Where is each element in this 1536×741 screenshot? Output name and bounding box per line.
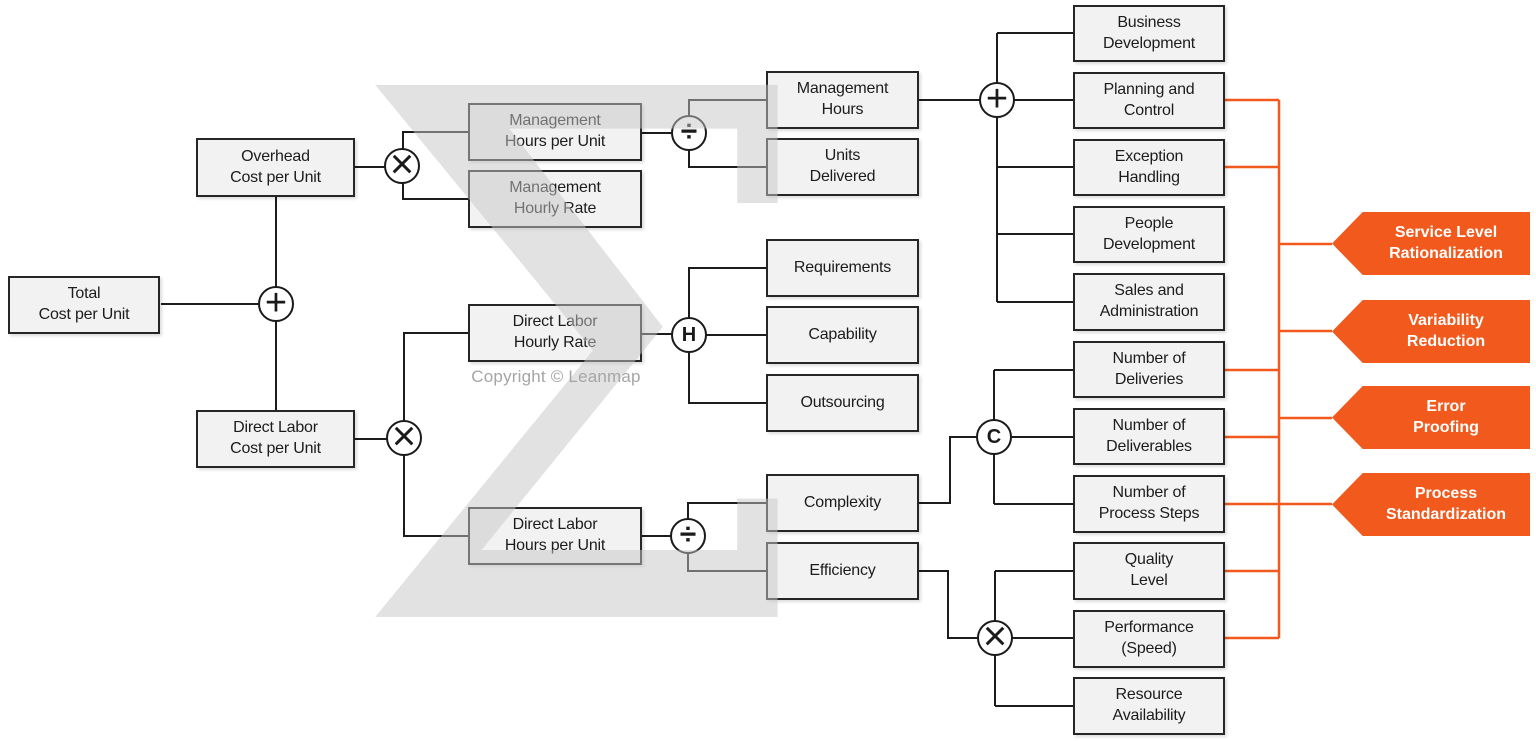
node-outsourcing: Outsourcing: [766, 374, 919, 432]
node-management-hours-per-unit: Management Hours per Unit: [468, 103, 642, 161]
action-process-standardization: Process Standardization: [1332, 473, 1530, 536]
h-operator-icon: H: [671, 317, 707, 353]
node-number-of-deliverables: Number of Deliverables: [1073, 408, 1225, 465]
node-direct-labor-hourly-rate: Direct Labor Hourly Rate: [468, 304, 642, 362]
node-management-hours: Management Hours: [766, 71, 919, 129]
plus-operator-icon: +: [979, 80, 1015, 118]
node-exception-handling: Exception Handling: [1073, 139, 1225, 196]
plus-operator-icon: +: [258, 284, 294, 322]
node-performance-speed: Performance (Speed): [1073, 610, 1225, 668]
node-requirements: Requirements: [766, 239, 919, 297]
action-error-proofing: Error Proofing: [1332, 386, 1530, 449]
node-efficiency: Efficiency: [766, 542, 919, 600]
node-units-delivered: Units Delivered: [766, 138, 919, 196]
node-number-of-deliveries: Number of Deliveries: [1073, 341, 1225, 398]
node-quality-level: Quality Level: [1073, 542, 1225, 600]
node-direct-labor-hours-per-unit: Direct Labor Hours per Unit: [468, 507, 642, 565]
c-operator-icon: C: [976, 419, 1012, 455]
node-people-development: People Development: [1073, 206, 1225, 263]
node-number-of-process-steps: Number of Process Steps: [1073, 475, 1225, 533]
action-variability-reduction: Variability Reduction: [1332, 300, 1530, 363]
multiply-operator-icon: ×: [977, 614, 1013, 656]
improvement-link-lines: [1225, 98, 1332, 640]
node-resource-availability: Resource Availability: [1073, 677, 1225, 735]
node-management-hourly-rate: Management Hourly Rate: [468, 170, 642, 228]
node-business-development: Business Development: [1073, 5, 1225, 62]
divide-operator-icon: ÷: [671, 115, 707, 151]
node-total-cost-per-unit: Total Cost per Unit: [8, 276, 160, 334]
node-planning-and-control: Planning and Control: [1073, 72, 1225, 129]
node-sales-and-administration: Sales and Administration: [1073, 273, 1225, 331]
node-complexity: Complexity: [766, 474, 919, 532]
multiply-operator-icon: ×: [386, 414, 422, 456]
multiply-operator-icon: ×: [384, 142, 420, 184]
node-capability: Capability: [766, 306, 919, 364]
divide-operator-icon: ÷: [670, 518, 706, 554]
node-overhead-cost-per-unit: Overhead Cost per Unit: [196, 138, 355, 197]
action-service-level-rationalization: Service Level Rationalization: [1332, 212, 1530, 275]
node-direct-labor-cost-per-unit: Direct Labor Cost per Unit: [196, 410, 355, 468]
